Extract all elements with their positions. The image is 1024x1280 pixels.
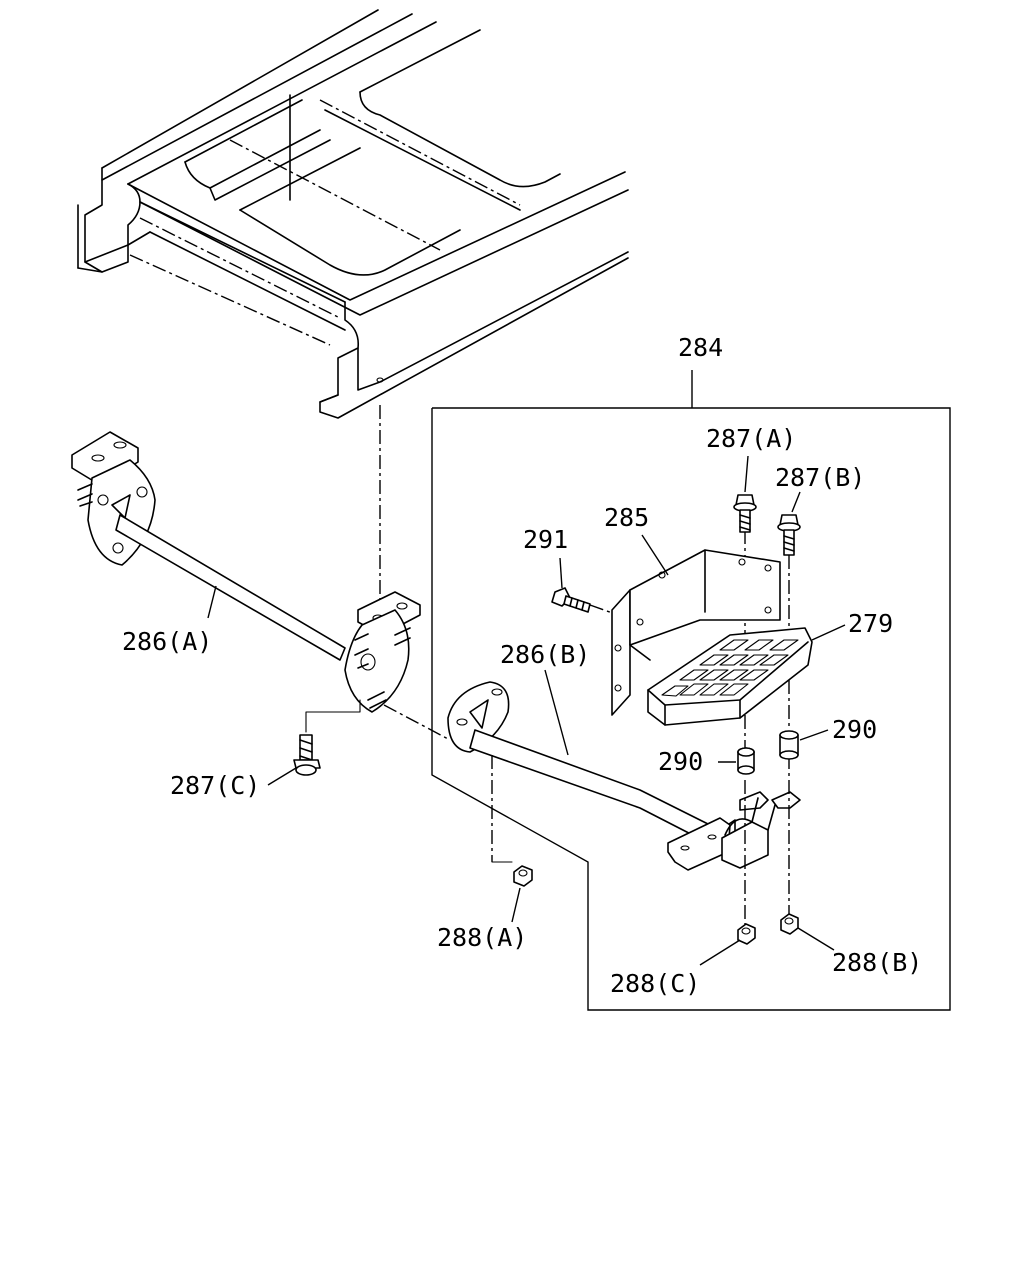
spacer-290-right	[779, 730, 799, 760]
nut-288-b	[780, 913, 799, 935]
step-bar-a	[71, 431, 421, 713]
label-290-right: 290	[832, 715, 877, 744]
assembly-284-frame	[431, 370, 951, 1011]
label-286-b: 286(B)	[500, 640, 590, 669]
label-286-a: 286(A)	[122, 627, 212, 656]
label-288-a: 288(A)	[437, 923, 527, 952]
label-287-a: 287(A)	[706, 424, 796, 453]
label-279: 279	[848, 609, 893, 638]
nut-288-a	[491, 861, 533, 887]
label-290-left: 290	[658, 747, 703, 776]
label-284: 284	[678, 333, 723, 362]
label-288-c: 288(C)	[610, 969, 700, 998]
bar-connection-centerline	[383, 704, 451, 741]
bolt-287-c	[293, 699, 361, 776]
chassis-frame	[77, 9, 629, 419]
label-285: 285	[604, 503, 649, 532]
bolt-291	[551, 587, 591, 613]
label-287-c: 287(C)	[170, 771, 260, 800]
step-bar-b	[447, 681, 801, 871]
step-plate-279	[647, 627, 813, 726]
bolt-287-a	[733, 494, 757, 533]
bolt-291-centerline	[589, 604, 619, 616]
label-288-b: 288(B)	[832, 948, 922, 977]
nut-288-c	[737, 923, 756, 945]
label-287-b: 287(B)	[775, 463, 865, 492]
label-291: 291	[523, 525, 568, 554]
leader-lines	[207, 455, 846, 966]
bolt-287-b	[777, 514, 801, 556]
spacer-290-left	[737, 747, 755, 775]
part-labels: 284 287(A) 287(B) 285 291 279 286(B) 286…	[122, 333, 922, 998]
